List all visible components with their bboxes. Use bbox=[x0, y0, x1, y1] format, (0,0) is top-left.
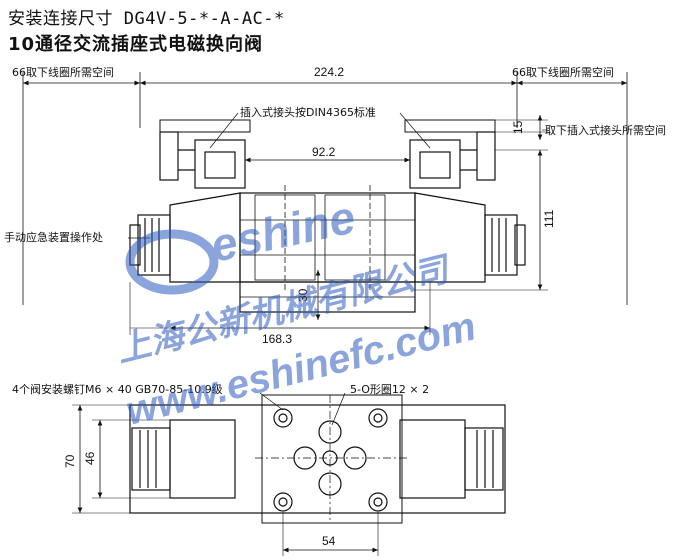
title-model: 安装连接尺寸 DG4V-5-*-A-AC-* bbox=[8, 9, 285, 29]
front-view bbox=[22, 72, 628, 335]
bolt-spacing-label: 54 bbox=[322, 534, 336, 548]
coil-spacing-label: 92.2 bbox=[312, 145, 336, 159]
right-clearance-label: 66取下线圈所需空间 bbox=[512, 65, 614, 79]
oring-note: 5-O形圈12 × 2 bbox=[350, 383, 429, 396]
left-clearance-label: 66取下线圈所需空间 bbox=[12, 65, 114, 79]
height-label: 111 bbox=[542, 209, 556, 228]
overall-length-label: 224.2 bbox=[314, 65, 344, 79]
body-length-label: 168.3 bbox=[262, 332, 292, 346]
title-description: 10通径交流插座式电磁换向阀 bbox=[8, 34, 264, 55]
width-inner-label: 46 bbox=[83, 451, 97, 465]
watermark-brand: eshine bbox=[206, 191, 359, 272]
plug-removal-value: 15 bbox=[511, 120, 525, 134]
manual-override-label: 手动应急装置操作处 bbox=[4, 230, 103, 244]
plug-removal-label: 取下插入式接头所需空间 bbox=[545, 123, 666, 137]
width-outer-label: 70 bbox=[63, 454, 77, 468]
bottom-view bbox=[72, 392, 506, 556]
watermark: eshine 上海公新机械有限公司 www.eshinefc.com bbox=[113, 191, 480, 434]
body-height-label: 30 bbox=[296, 288, 310, 302]
bolt-note: 4个阀安装螺钉M6 × 40 GB70-85-10.9级 bbox=[12, 382, 223, 396]
plug-note: 插入式接头按DIN4365标准 bbox=[240, 105, 376, 119]
eshine-logo-icon bbox=[125, 229, 219, 295]
